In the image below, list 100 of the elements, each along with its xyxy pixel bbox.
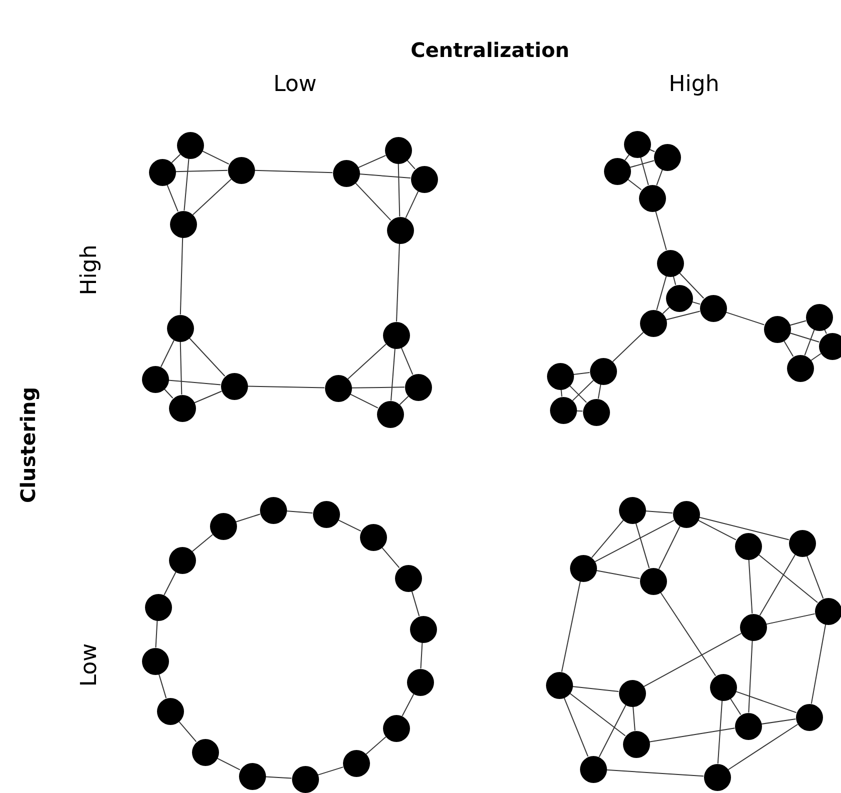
connector-line (216, 758, 240, 770)
connector-line (155, 620, 158, 648)
connector-line (783, 340, 794, 357)
connector-line (192, 178, 232, 216)
connector-line (400, 346, 414, 376)
connector-line (411, 590, 420, 617)
connector-line (594, 520, 675, 562)
connector-line (202, 150, 230, 165)
connector-line (569, 692, 626, 736)
network-node-circle (622, 730, 650, 758)
network-node-circle (590, 358, 616, 384)
network-node-circle (332, 160, 360, 186)
network-node-circle (168, 546, 196, 574)
network-node-circle (168, 394, 196, 422)
connector-line (758, 554, 818, 603)
connector-line (630, 160, 654, 168)
connector-line (175, 170, 228, 172)
connector-line (698, 520, 736, 540)
network-node-circle (156, 698, 184, 724)
connector-line (698, 516, 790, 540)
connector-line (748, 558, 753, 614)
connector-line (398, 163, 400, 217)
connector-line (576, 410, 584, 412)
network-node-circle (382, 322, 410, 348)
network-node-circle (360, 524, 386, 550)
connector-line (317, 766, 344, 776)
axis-category-label: High (79, 244, 101, 296)
connector-line (730, 698, 742, 716)
network-node-circle (312, 500, 340, 528)
connector-line (560, 388, 562, 398)
connector-line (184, 158, 190, 212)
connector-line (672, 276, 676, 286)
connector-line (572, 380, 594, 402)
connector-line (564, 697, 588, 757)
network-node-circle (704, 764, 730, 790)
network-node-circle (394, 564, 422, 592)
connector-line (402, 693, 414, 717)
network-node-circle (148, 158, 176, 186)
connector-line (338, 519, 362, 532)
connector-line (158, 673, 167, 699)
network-node-circle (142, 366, 168, 392)
connector-line (399, 396, 409, 406)
network-node-circle (166, 314, 194, 342)
connector-line (180, 341, 182, 395)
network-node-circle (228, 156, 254, 184)
connector-line (247, 386, 325, 388)
connector-line (164, 388, 174, 399)
connector-line (381, 546, 400, 568)
connector-line (632, 706, 636, 732)
network-node-circle (546, 672, 572, 698)
connector-line (810, 353, 822, 361)
connector-line (640, 156, 649, 186)
network-node-circle (384, 136, 412, 164)
network-node-circle (324, 374, 352, 402)
connector-line (678, 272, 704, 299)
network-node-circle (788, 530, 816, 556)
network-node-circle (806, 304, 832, 330)
connector-line (572, 686, 620, 692)
network-node-circle (710, 674, 736, 700)
connector-line (643, 632, 742, 688)
connector-line (760, 718, 796, 725)
connector-line (347, 344, 387, 380)
connector-line (358, 174, 412, 178)
network-node-circle (740, 614, 766, 640)
connector-line (766, 613, 816, 625)
network-node-circle (546, 362, 574, 390)
network-node-circle (144, 594, 172, 620)
network-node-circle (640, 568, 666, 594)
connector-line (596, 570, 640, 580)
network-node-circle (654, 144, 680, 170)
connector-line (598, 704, 626, 758)
connector-line (168, 380, 222, 386)
connector-line (178, 720, 197, 742)
connector-line (396, 243, 400, 322)
connector-line (627, 178, 642, 190)
network-node-circle (604, 158, 630, 184)
connector-line (759, 554, 796, 616)
network-node-circle (176, 132, 204, 158)
network-node-circle (404, 374, 432, 400)
network-node-circle (764, 316, 790, 342)
connector-line (656, 276, 667, 310)
network-node-circle (618, 496, 646, 524)
network-node-circle (570, 554, 596, 582)
connector-line (235, 514, 261, 522)
network-node-circle (818, 332, 841, 360)
network-node-circle (192, 738, 218, 766)
connector-line (725, 312, 765, 326)
connector-line (717, 700, 723, 764)
network-node-circle (624, 130, 650, 158)
axis-title: Clustering (18, 386, 38, 504)
connector-line (160, 340, 175, 368)
connector-line (810, 624, 826, 704)
connector-line (572, 372, 590, 375)
network-node-circle (814, 598, 841, 624)
network-node-circle (210, 512, 236, 540)
connector-line (789, 332, 820, 343)
connector-line (351, 386, 405, 388)
network-node-circle (734, 712, 762, 740)
connector-line (735, 690, 797, 714)
network-node-circle (292, 766, 318, 792)
